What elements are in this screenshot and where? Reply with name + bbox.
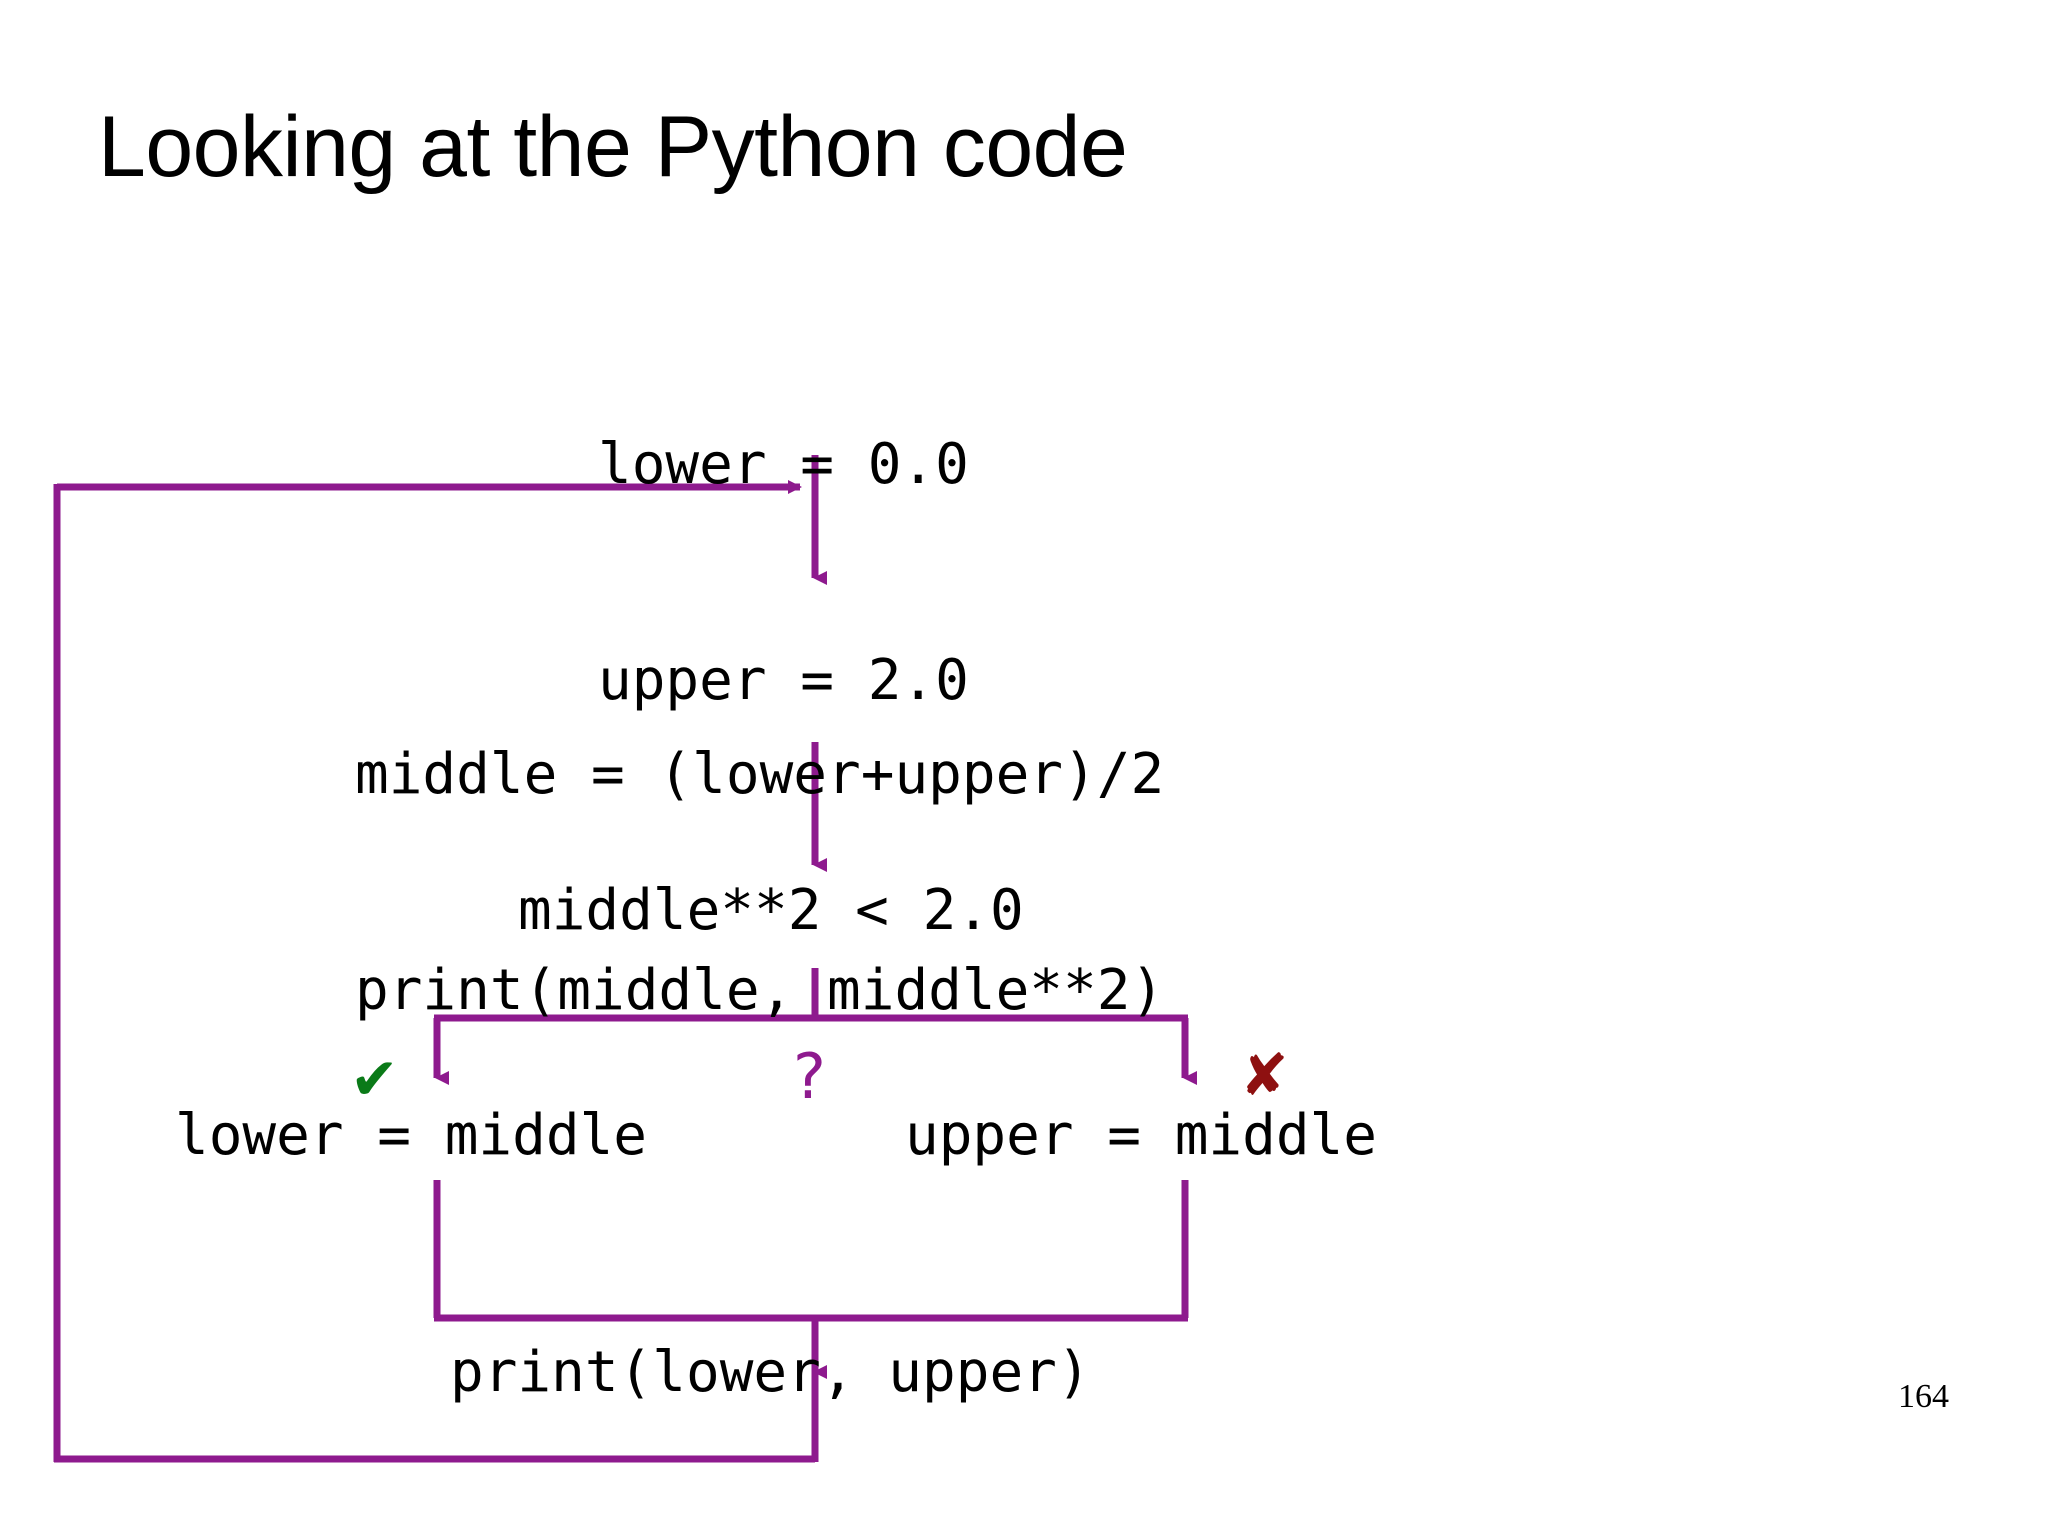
code-block-init: lower = 0.0 upper = 2.0 [598, 285, 969, 861]
code-print-result: print(lower, upper) [450, 1340, 1091, 1405]
code-branch-false: upper = middle [905, 1103, 1378, 1168]
code-line-upper-init: upper = 2.0 [598, 648, 969, 713]
code-line-lower-init: lower = 0.0 [598, 432, 969, 497]
cross-icon: ✘ [1240, 1041, 1289, 1109]
question-mark-icon: ? [793, 1040, 826, 1113]
code-condition: middle**2 < 2.0 [518, 878, 1024, 943]
code-line-middle-assign: middle = (lower+upper)/2 [355, 742, 1165, 807]
check-icon: ✔ [350, 1045, 399, 1113]
code-line-print-middle: print(middle, middle**2) [355, 958, 1165, 1023]
code-block-middle: middle = (lower+upper)/2 print(middle, m… [355, 595, 1164, 1171]
page-title: Looking at the Python code [98, 99, 1128, 195]
code-branch-true: lower = middle [175, 1103, 648, 1168]
page-number: 164 [1898, 1378, 1949, 1415]
